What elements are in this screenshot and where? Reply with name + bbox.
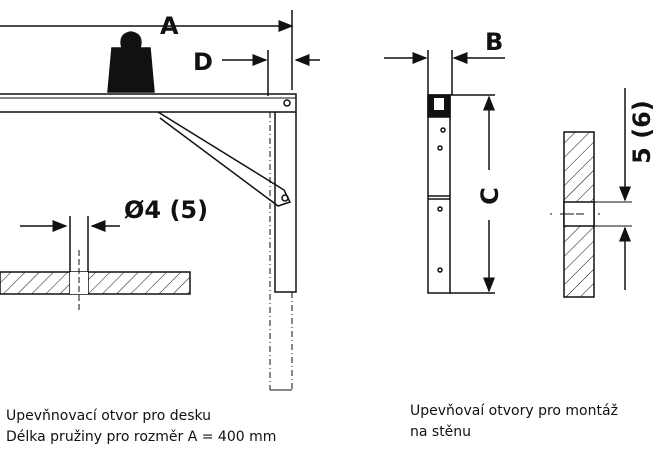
dimension-hole-diameter: Ø4 (5)	[0, 196, 208, 310]
label-a: A	[160, 12, 179, 40]
caption-left-line2: Délka pružiny pro rozměr A = 400 mm	[6, 429, 277, 445]
wall-section: 5 (6)	[550, 88, 656, 298]
caption-right-line2: na stěnu	[410, 424, 472, 440]
dimension-a: A	[0, 10, 294, 90]
caption-left: Upevňnovací otvor pro desku Délka pružin…	[6, 406, 276, 448]
caption-right: Upevňovaí otvory pro montáž na stěnu	[410, 401, 618, 443]
bracket-side-view	[0, 93, 297, 391]
label-wall-hole: 5 (6)	[628, 100, 656, 164]
label-c: C	[476, 187, 504, 205]
caption-right-line1: Upevňovaí otvory pro montáž	[410, 403, 618, 419]
dimension-d: D	[193, 48, 320, 96]
bracket-front-view: B C	[384, 28, 505, 294]
caption-left-line1: Upevňnovací otvor pro desku	[6, 408, 212, 424]
label-hole-diameter: Ø4 (5)	[124, 196, 208, 224]
label-b: B	[485, 28, 503, 56]
label-d: D	[193, 48, 213, 76]
weight-icon	[107, 31, 155, 93]
